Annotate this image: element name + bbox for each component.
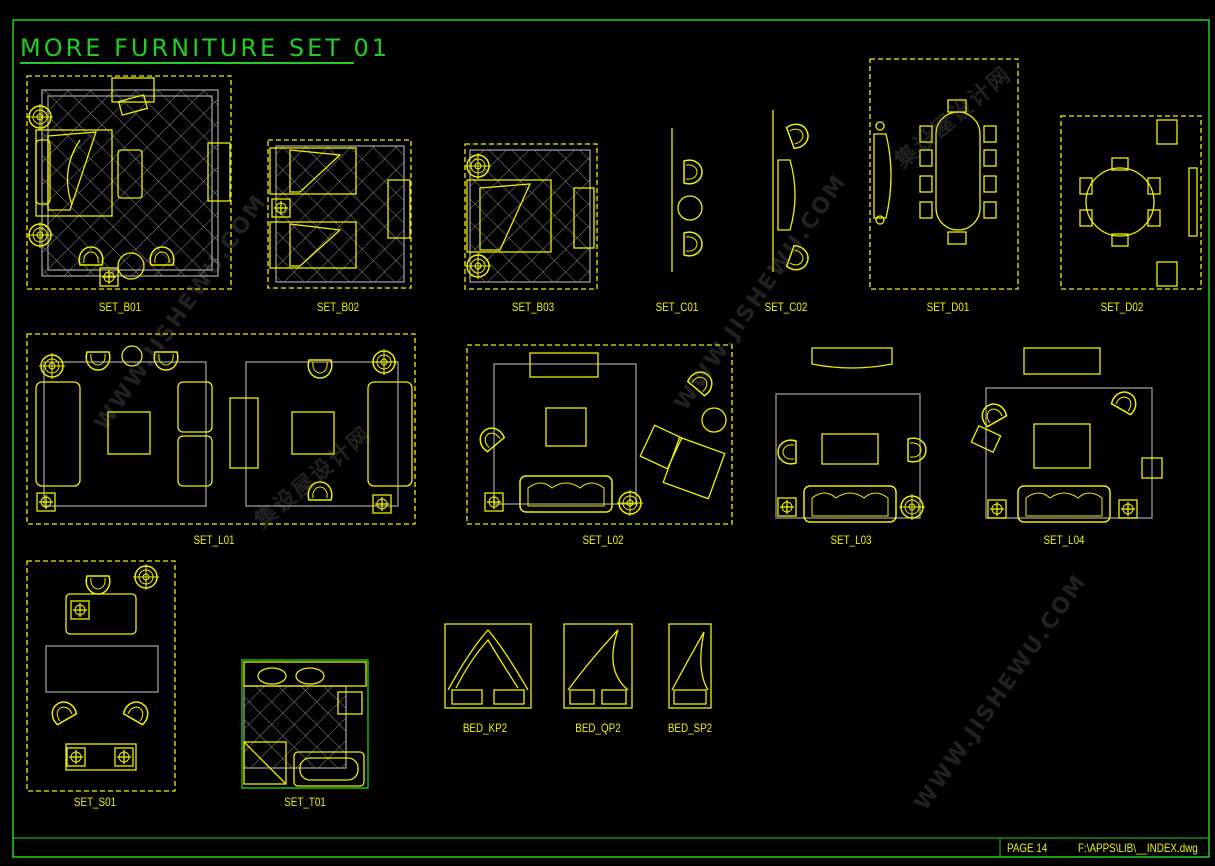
label-set-d01: SET_D01 bbox=[926, 300, 970, 314]
label-bed-kp2: BED_KP2 bbox=[462, 721, 508, 735]
label-set-d02: SET_D02 bbox=[1100, 300, 1144, 314]
file-path: F:\APPS\LIB\__INDEX.dwg bbox=[1078, 841, 1198, 855]
label-set-l02: SET_L02 bbox=[582, 533, 624, 547]
label-set-s01: SET_S01 bbox=[73, 795, 117, 809]
label-set-l01: SET_L01 bbox=[193, 533, 235, 547]
label-set-t01: SET_T01 bbox=[284, 795, 326, 809]
label-set-b01: SET_B01 bbox=[98, 300, 142, 314]
page-number: PAGE 14 bbox=[1007, 841, 1048, 855]
label-bed-sp2: BED_SP2 bbox=[667, 721, 713, 735]
label-set-b03: SET_B03 bbox=[511, 300, 555, 314]
title-underline bbox=[20, 62, 354, 64]
label-set-l04: SET_L04 bbox=[1043, 533, 1085, 547]
label-bed-qp2: BED_QP2 bbox=[575, 721, 621, 735]
label-set-b02: SET_B02 bbox=[316, 300, 360, 314]
label-set-l03: SET_L03 bbox=[830, 533, 872, 547]
label-set-c02: SET_C02 bbox=[764, 300, 808, 314]
label-set-c01: SET_C01 bbox=[655, 300, 699, 314]
drawing-title: MORE FURNITURE SET 01 bbox=[20, 34, 391, 62]
